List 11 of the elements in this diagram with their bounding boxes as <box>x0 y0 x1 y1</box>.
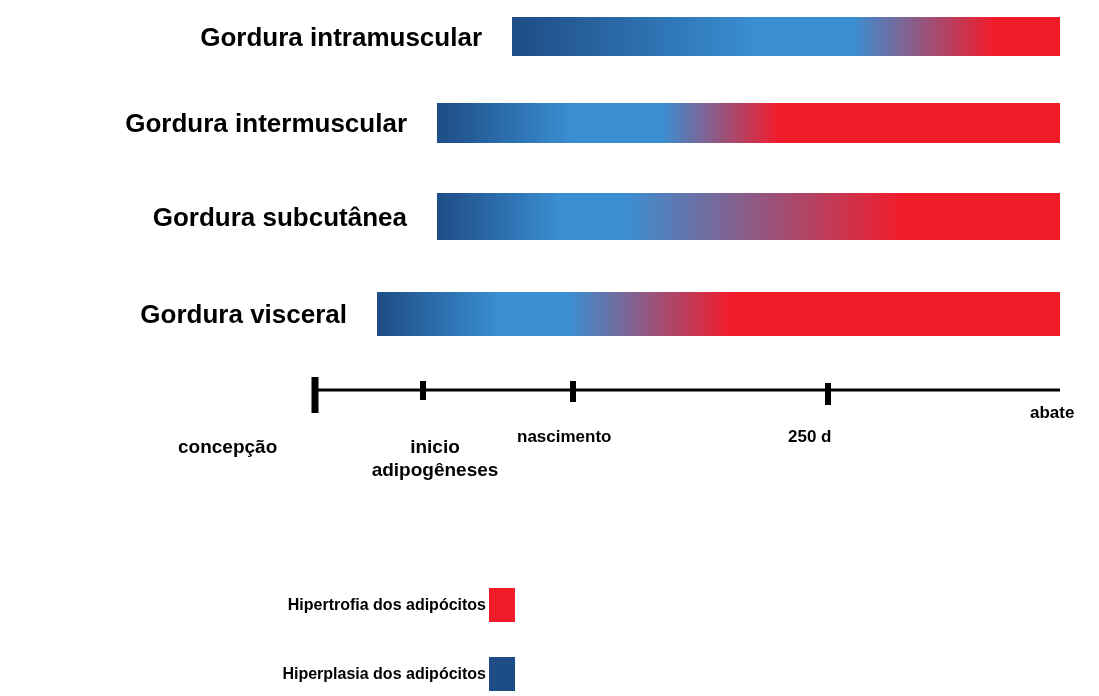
fat-type-label: Gordura intermuscular <box>125 107 407 139</box>
legend-label: Hiperplasia dos adipócitos <box>282 665 486 683</box>
legend-label: Hipertrofia dos adipócitos <box>287 596 486 614</box>
fat-type-label: Gordura visceral <box>140 298 347 330</box>
timeline-label: abate <box>1030 403 1075 423</box>
fat-type-label: Gordura intramuscular <box>200 21 482 52</box>
timeline-label: inicio adipogêneses <box>370 436 500 482</box>
timeline-label: concepção <box>178 436 278 458</box>
fat-type-label: Gordura subcutânea <box>152 201 407 232</box>
timeline-label: nascimento <box>517 427 612 447</box>
timeline-label: 250 d <box>788 427 832 447</box>
